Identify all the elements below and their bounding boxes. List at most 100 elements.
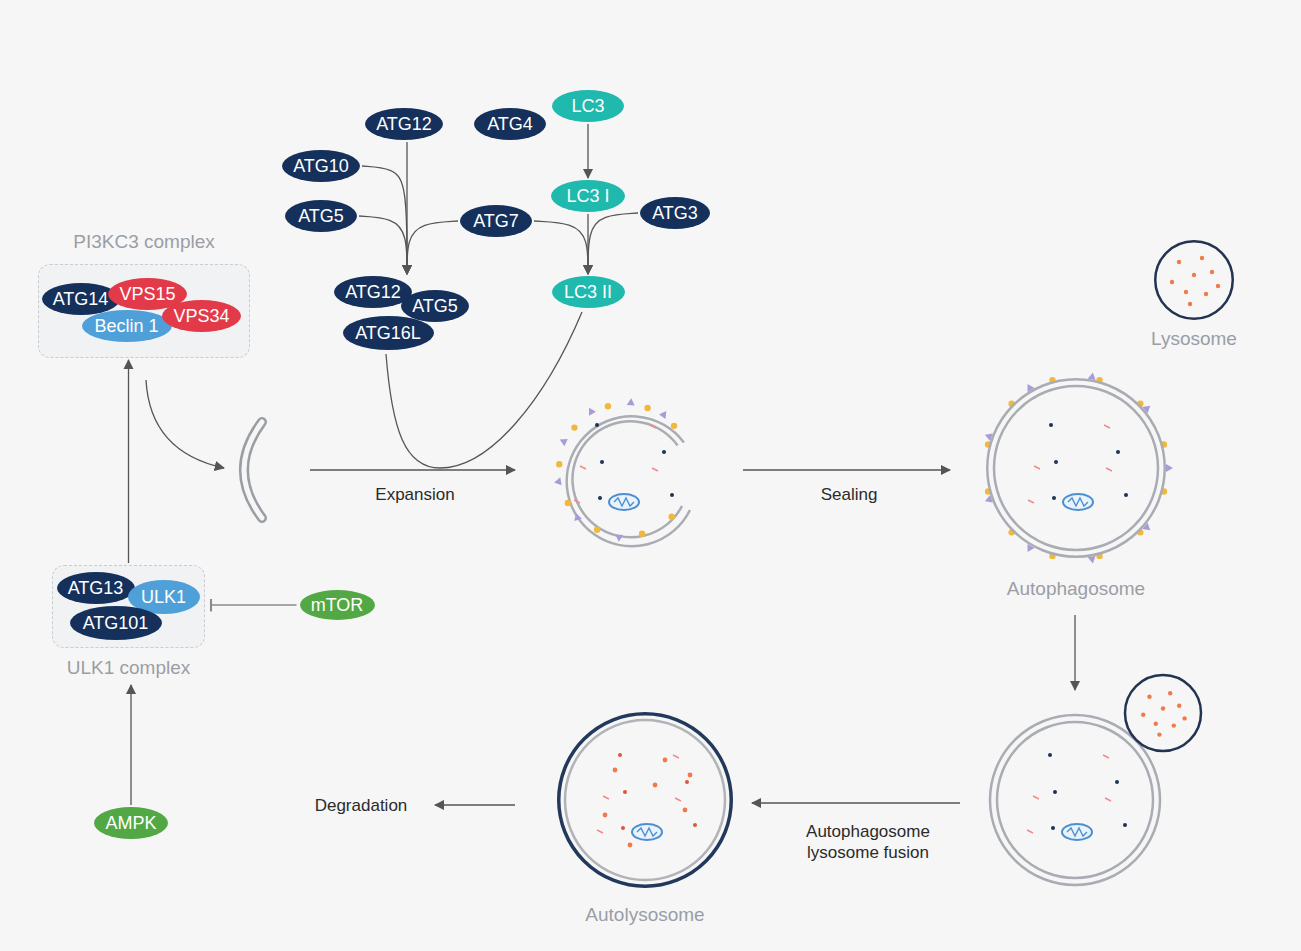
particle bbox=[1216, 284, 1220, 288]
particle bbox=[1141, 713, 1145, 717]
flow-connector bbox=[407, 221, 458, 274]
particle bbox=[1210, 270, 1214, 274]
step-label: Degradation bbox=[313, 795, 410, 816]
particle bbox=[600, 460, 604, 464]
vesicle-name: Lysosome bbox=[1094, 328, 1294, 350]
node-label: ATG12 bbox=[376, 115, 432, 133]
particle bbox=[1168, 691, 1172, 695]
particle bbox=[556, 461, 562, 467]
node-label: VPS34 bbox=[173, 307, 229, 325]
membrane-protein bbox=[1088, 556, 1096, 564]
node-label: ATG101 bbox=[83, 614, 149, 632]
membrane bbox=[572, 421, 682, 537]
fragment bbox=[603, 796, 609, 799]
protein-oval: LC3 II bbox=[552, 276, 625, 308]
fragment bbox=[1105, 798, 1111, 801]
complex-box: ULK1 complexATG13ULK1ATG101 bbox=[52, 565, 205, 648]
fragment bbox=[580, 466, 586, 469]
node-label: ATG12 bbox=[345, 283, 401, 301]
node-label: ATG3 bbox=[652, 204, 698, 222]
protein-oval: LC3 bbox=[552, 90, 624, 122]
node-label: mTOR bbox=[311, 596, 364, 614]
mitochondrion bbox=[637, 828, 657, 836]
flow-arrow bbox=[310, 469, 515, 470]
protein-oval: mTOR bbox=[300, 590, 375, 620]
fragment bbox=[1104, 425, 1110, 428]
protein-oval: LC3 I bbox=[551, 180, 625, 212]
particle bbox=[668, 513, 674, 519]
protein-oval: ATG12 bbox=[365, 108, 443, 140]
step-label: Sealing bbox=[819, 484, 880, 505]
vesicle-outline bbox=[557, 712, 733, 888]
particle bbox=[1200, 256, 1204, 260]
particle bbox=[605, 403, 611, 409]
phagophore bbox=[244, 422, 262, 518]
particle bbox=[1182, 716, 1186, 720]
membrane bbox=[994, 386, 1158, 550]
flow-arrow bbox=[146, 380, 224, 468]
merge-line bbox=[440, 312, 582, 468]
node-label: ATG4 bbox=[487, 115, 533, 133]
mitochondrion bbox=[614, 498, 634, 506]
flow-arrow bbox=[435, 804, 515, 805]
mitochondrion bbox=[1068, 498, 1088, 506]
flow-arrow bbox=[752, 802, 960, 803]
protein-oval: Beclin 1 bbox=[82, 310, 172, 342]
membrane bbox=[997, 722, 1153, 878]
particle bbox=[1052, 496, 1056, 500]
particle bbox=[571, 424, 577, 430]
flow-connector bbox=[587, 124, 588, 178]
particle bbox=[594, 527, 600, 533]
node-label: AMPK bbox=[105, 814, 156, 832]
flow-connector bbox=[359, 216, 407, 274]
protein-oval: ATG7 bbox=[460, 205, 532, 237]
particle bbox=[1049, 423, 1053, 427]
fragment bbox=[1103, 755, 1109, 758]
fragment bbox=[650, 425, 656, 428]
flow-arrow bbox=[1074, 615, 1075, 690]
complex-box: PI3KC3 complexATG14VPS15Beclin 1VPS34 bbox=[38, 264, 250, 358]
particle bbox=[685, 780, 689, 784]
step-label: Expansion bbox=[373, 484, 456, 505]
protein-oval: ATG10 bbox=[282, 150, 360, 182]
fragment bbox=[597, 830, 603, 833]
vesicle-circle: Lysosome bbox=[1154, 240, 1234, 320]
vesicle-outline bbox=[1154, 240, 1234, 320]
particle bbox=[670, 493, 674, 497]
membrane bbox=[567, 416, 690, 546]
fragment bbox=[574, 500, 580, 503]
node-label: Beclin 1 bbox=[94, 317, 158, 335]
membrane-protein bbox=[1088, 372, 1096, 380]
flow-connector bbox=[362, 166, 407, 274]
protein-oval: VPS34 bbox=[162, 300, 241, 332]
particle bbox=[595, 423, 599, 427]
fragment bbox=[675, 798, 681, 801]
node-label: ATG14 bbox=[53, 290, 109, 308]
step-label: Autophagosome lysosome fusion bbox=[781, 821, 955, 863]
particle bbox=[639, 531, 645, 537]
particle bbox=[603, 813, 608, 818]
membrane-protein bbox=[560, 439, 568, 446]
node-label: VPS15 bbox=[119, 285, 175, 303]
vesicle-name: Autolysosome bbox=[497, 904, 793, 926]
fragment bbox=[673, 755, 679, 758]
particle bbox=[598, 496, 602, 500]
particle bbox=[663, 758, 668, 763]
fragment bbox=[1034, 466, 1040, 469]
node-label: ULK1 bbox=[141, 588, 186, 606]
flow-connector bbox=[130, 685, 131, 805]
node-label: ATG5 bbox=[412, 297, 458, 315]
particle bbox=[1170, 280, 1174, 284]
membrane bbox=[565, 720, 725, 880]
particle bbox=[1051, 826, 1055, 830]
particle bbox=[1161, 706, 1165, 710]
particle bbox=[688, 773, 693, 778]
particle bbox=[1188, 302, 1192, 306]
particle bbox=[1154, 722, 1158, 726]
particle bbox=[1053, 790, 1057, 794]
fragment bbox=[1106, 468, 1112, 471]
particle bbox=[565, 500, 571, 506]
fragment bbox=[652, 468, 658, 471]
particle bbox=[662, 450, 666, 454]
